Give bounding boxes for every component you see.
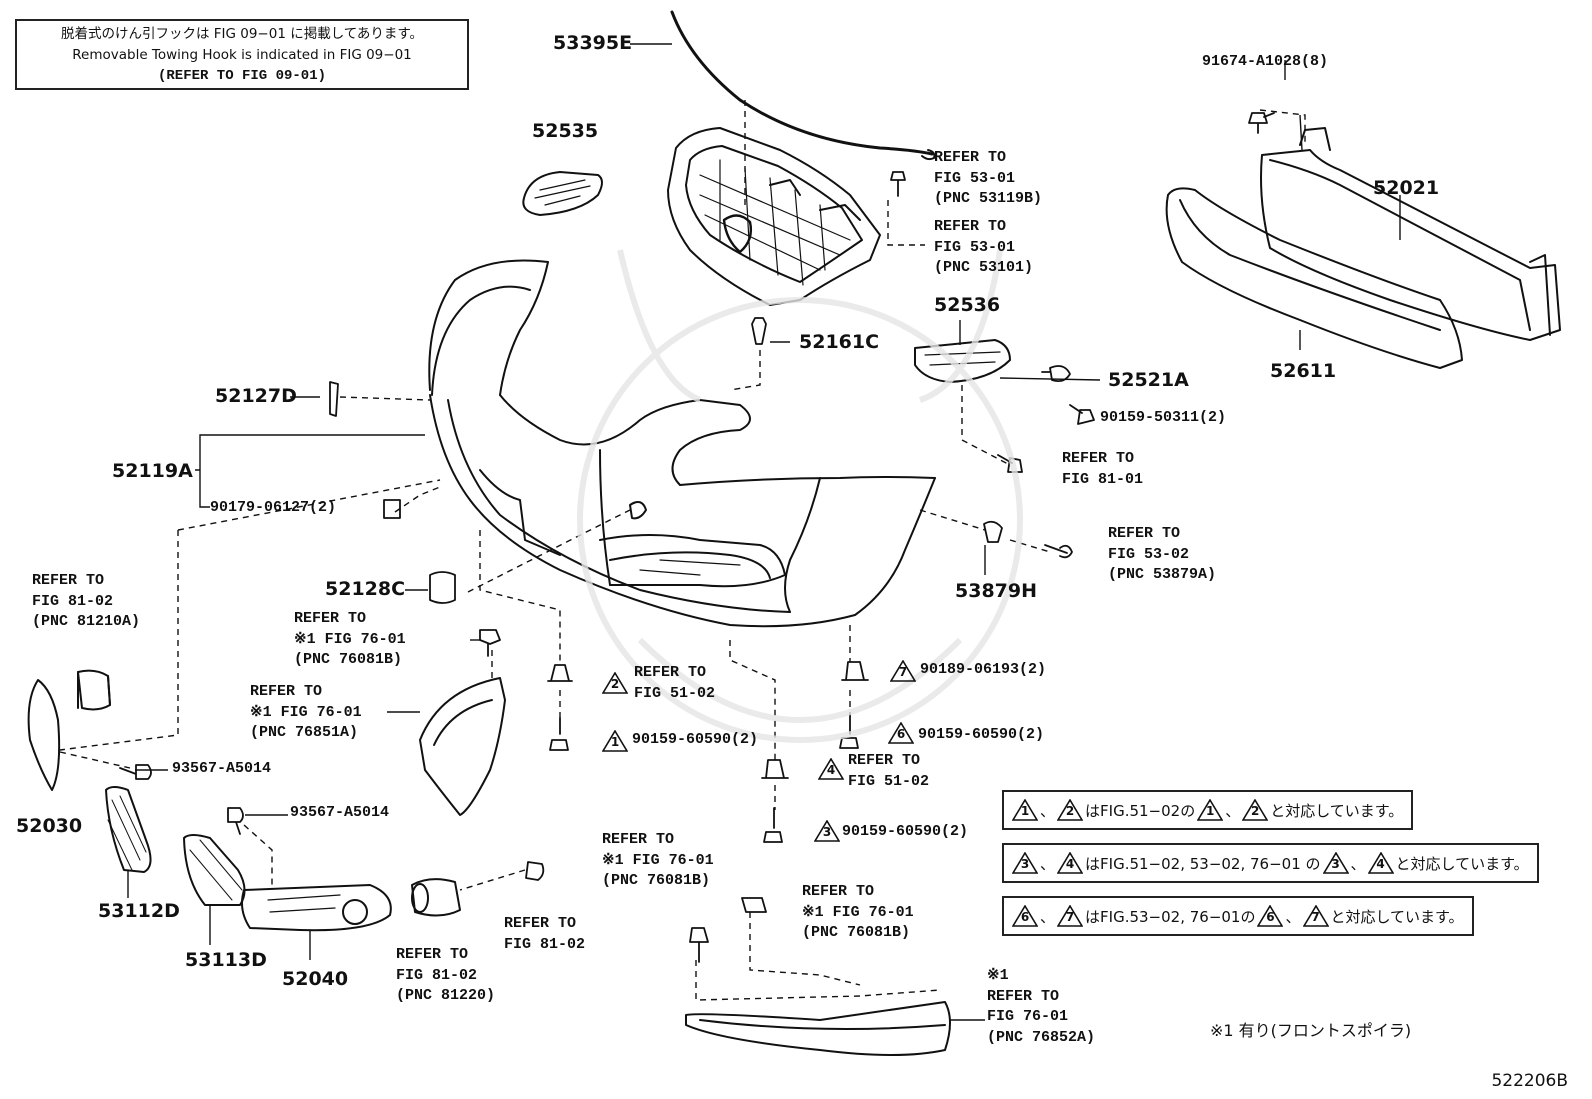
- diagram-code: 522206B: [1491, 1071, 1568, 1091]
- part-number-label[interactable]: 90189-06193(2): [920, 661, 1047, 678]
- refer-to-label[interactable]: REFER TO FIG 81-02 (PNC 81210A): [32, 572, 141, 631]
- note-line-en: Removable Towing Hook is indicated in FI…: [72, 47, 412, 63]
- grille-53113D-shape: [183, 834, 246, 906]
- refer-to-label[interactable]: REFER TO FIG 81-02: [504, 915, 586, 953]
- triangle-marker-icon: 1: [1197, 799, 1224, 821]
- part-number-label[interactable]: 93567-A5014: [172, 760, 272, 777]
- refer-to-label[interactable]: REFER TO FIG 51-02: [848, 752, 930, 790]
- part-number-label[interactable]: 52161C: [799, 331, 880, 353]
- bumper-cover-shape: [428, 259, 936, 628]
- refer-to-label[interactable]: REFER TO FIG 53-01 (PNC 53119B): [934, 149, 1043, 208]
- part-number-label[interactable]: 52030: [16, 815, 83, 837]
- triangle-marker-icon: 6: [1257, 905, 1284, 927]
- part-number-label[interactable]: 52521A: [1108, 369, 1189, 391]
- part-number-label[interactable]: 90159-60590(2): [632, 731, 759, 748]
- triangle-marker-icon: 7: [1302, 905, 1329, 927]
- legend-text: はFIG.51−02の: [1085, 801, 1196, 820]
- towing-hook-note: 脱着式のけん引フックは FIG 09−01 に掲載してあります。 Removab…: [15, 19, 469, 90]
- part-number-label[interactable]: 52040: [282, 968, 349, 990]
- triangle-marker-icon: 7: [1057, 905, 1084, 927]
- triangle-marker-icon: 3: [1322, 852, 1349, 874]
- part-number-label[interactable]: 90179-06127(2): [210, 499, 337, 516]
- part-number-label[interactable]: 52127D: [215, 385, 297, 407]
- triangle-marker-icon: 4: [818, 758, 844, 780]
- note-line-ref: (REFER TO FIG 09-01): [157, 68, 327, 84]
- refer-to-label[interactable]: REFER TO FIG 53-02 (PNC 53879A): [1108, 525, 1217, 584]
- refer-to-label[interactable]: ※1 REFER TO FIG 76-01 (PNC 76852A): [987, 967, 1096, 1047]
- part-number-label[interactable]: 90159-60590(2): [842, 823, 969, 840]
- part-number-label[interactable]: 91674-A1028(8): [1202, 53, 1329, 70]
- part-number-label[interactable]: 53113D: [185, 949, 267, 971]
- grille-52536-shape: [914, 339, 1011, 383]
- refer-to-label[interactable]: REFER TO FIG 81-02 (PNC 81220): [396, 946, 496, 1005]
- legend-row-2: 3 、 4 はFIG.51−02, 53−02, 76−01 の 3 、 4 と…: [1002, 843, 1539, 883]
- left-bracket-52030-shape: [27, 669, 111, 791]
- triangle-marker-icon: 1: [1012, 799, 1038, 821]
- triangle-marker-icon: 2: [1057, 799, 1084, 821]
- triangle-marker-icon: 3: [814, 820, 840, 842]
- spoiler-footnote: ※1 有り(フロントスポイラ): [1210, 1021, 1412, 1040]
- refer-to-label[interactable]: REFER TO ※1 FIG 76-01 (PNC 76851A): [250, 683, 362, 742]
- part-number-label[interactable]: 52119A: [112, 460, 193, 482]
- triangle-marker-icon: 3: [1012, 852, 1038, 874]
- legend-text: と対応しています。: [1395, 854, 1529, 873]
- watermark-logo: [577, 249, 1023, 743]
- foglamp-cover-52040-shape: [241, 884, 392, 932]
- part-number-label[interactable]: 53879H: [955, 580, 1038, 602]
- part-number-label[interactable]: 52128C: [325, 578, 406, 600]
- refer-to-label[interactable]: REFER TO FIG 81-01: [1062, 450, 1144, 488]
- refer-to-label[interactable]: REFER TO FIG 51-02: [634, 664, 716, 702]
- legend-row-1: 1 、 2 はFIG.51−02の 1 、 2 と対応しています。: [1002, 790, 1414, 830]
- refer-to-label[interactable]: REFER TO ※1 FIG 76-01 (PNC 76081B): [294, 610, 406, 669]
- fasteners-shapes: [119, 112, 1275, 963]
- legend-text: と対応しています。: [1330, 907, 1464, 926]
- foglamp-81220-shape: [411, 878, 461, 917]
- triangle-marker-icon: 2: [1242, 799, 1269, 821]
- refer-to-label[interactable]: REFER TO ※1 FIG 76-01 (PNC 76081B): [802, 883, 914, 942]
- front-spoiler-shape: [685, 1001, 951, 1056]
- radiator-grille-shape: [667, 127, 881, 306]
- energy-absorber-shape: [1165, 187, 1463, 369]
- part-number-label[interactable]: 52021: [1373, 177, 1440, 199]
- legend-text: はFIG.51−02, 53−02, 76−01 の: [1085, 854, 1321, 873]
- part-number-label[interactable]: 93567-A5014: [290, 804, 390, 821]
- part-number-label[interactable]: 90159-60590(2): [918, 726, 1045, 743]
- bumper-reinforcement-shape: [1260, 127, 1561, 341]
- refer-to-label[interactable]: REFER TO FIG 53-01 (PNC 53101): [934, 218, 1034, 277]
- legend-row-3: 6 、 7 はFIG.53−02, 76−01の 6 、 7 と対応しています。: [1002, 896, 1474, 936]
- part-number-label[interactable]: 90159-50311(2): [1100, 409, 1227, 426]
- bracket-52535-shape: [522, 171, 603, 216]
- refer-to-label[interactable]: REFER TO ※1 FIG 76-01 (PNC 76081B): [602, 831, 714, 890]
- triangle-marker-icon: 4: [1057, 852, 1084, 874]
- triangle-marker-icon: 2: [602, 672, 628, 694]
- triangle-marker-icon: 4: [1367, 852, 1394, 874]
- molding-strip-shape: [670, 10, 934, 156]
- triangle-marker-icon: 7: [890, 660, 916, 682]
- note-line-jp: 脱着式のけん引フックは FIG 09−01 に掲載してあります。: [60, 26, 424, 42]
- grille-53112D-shape: [105, 786, 152, 873]
- part-number-label[interactable]: 53112D: [98, 900, 180, 922]
- triangle-marker-icon: 6: [888, 722, 914, 744]
- legend-text: と対応しています。: [1270, 801, 1404, 820]
- triangle-marker-icon: 1: [602, 730, 628, 752]
- cover-76851A-shape: [419, 677, 506, 816]
- legend-text: はFIG.53−02, 76−01の: [1085, 907, 1256, 926]
- part-number-label[interactable]: 53395E: [553, 32, 633, 54]
- part-number-label[interactable]: 52535: [532, 120, 599, 142]
- part-number-label[interactable]: 52536: [934, 294, 1001, 316]
- triangle-marker-icon: 6: [1012, 905, 1038, 927]
- part-number-label[interactable]: 52611: [1270, 360, 1337, 382]
